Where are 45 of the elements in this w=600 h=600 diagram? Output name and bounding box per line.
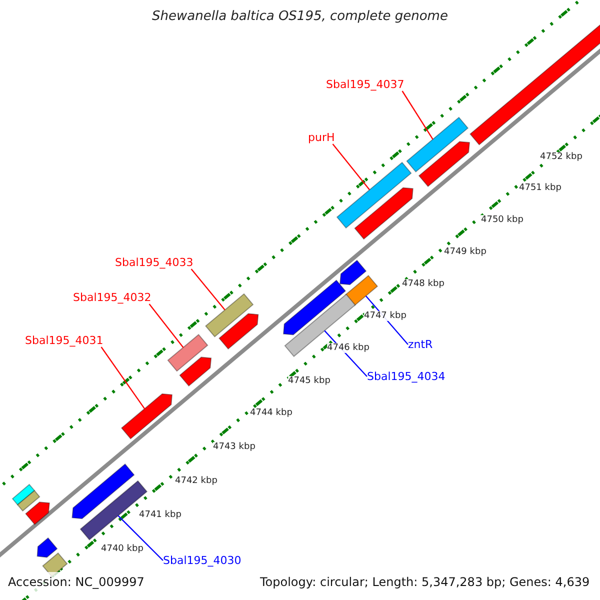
leader-line (100, 346, 146, 410)
leader-line (118, 515, 164, 561)
title: Shewanella baltica OS195, complete genome (151, 9, 449, 24)
gene-block (339, 260, 367, 286)
scale-label: 4743 kbp (213, 442, 256, 452)
genome-summary-text: Topology: circular; Length: 5,347,283 bp; Genes: 4,639 (260, 575, 590, 589)
gene-bar (344, 274, 378, 306)
gene-block (36, 537, 58, 558)
scale-label: 4747 kbp (364, 311, 406, 321)
gene-bar (205, 293, 254, 338)
gene-bar (406, 116, 469, 172)
scale-label: 4750 kbp (481, 215, 524, 225)
gene-block (418, 141, 470, 188)
leader-line (190, 268, 226, 310)
gene-block (282, 280, 346, 336)
leader-line (148, 304, 184, 348)
gene-bar (336, 162, 412, 229)
gene-block (218, 313, 259, 350)
scale-label: 4745 kbp (288, 376, 330, 386)
gene-bar (470, 24, 600, 146)
scale-label: 4749 kbp (444, 247, 486, 257)
gene-block (354, 187, 414, 240)
gene-label: Sbal195_4030 (163, 554, 242, 567)
gene-block (120, 393, 173, 440)
scale-label: 4741 kbp (139, 510, 182, 520)
scale-label: 4742 kbp (175, 476, 218, 486)
gene-label: purH (308, 131, 335, 144)
gene-label: Sbal195_4033 (115, 256, 194, 269)
gene-bar (167, 334, 208, 372)
scale-label: 4751 kbp (519, 183, 562, 193)
gene-label: Sbal195_4037 (326, 78, 404, 91)
gene-bar (16, 490, 40, 512)
gene-block (179, 356, 212, 387)
gene-block (25, 502, 50, 526)
scale-label: 4744 kbp (250, 408, 292, 418)
gene-label: zntR (408, 338, 433, 351)
gene-block (72, 463, 135, 520)
gene-label: Sbal195_4034 (367, 370, 446, 383)
leader-line (402, 90, 434, 140)
scale-label: 4740 kbp (101, 544, 144, 554)
scale-label: 4746 kbp (327, 343, 370, 353)
gene-label: Sbal195_4032 (73, 291, 152, 304)
scale-label: 4748 kbp (402, 279, 444, 289)
gene-label: Sbal195_4031 (25, 334, 104, 347)
leader-line (332, 144, 370, 190)
